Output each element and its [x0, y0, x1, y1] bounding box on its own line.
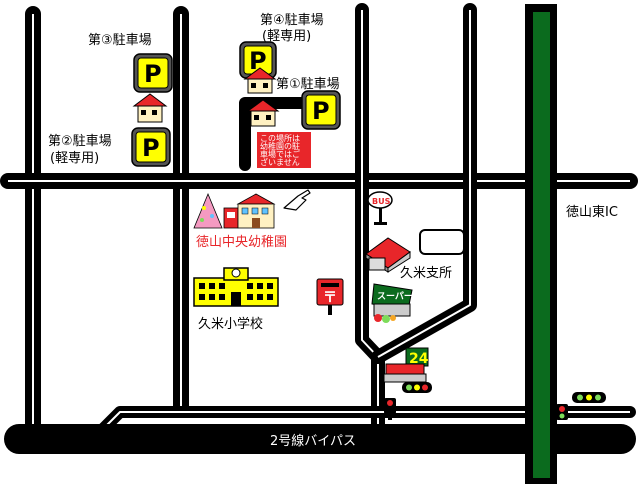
- parking-mark: P: [249, 47, 267, 75]
- parking-mark: P: [312, 97, 330, 125]
- interchange-label: 徳山東IC: [566, 204, 618, 220]
- traffic-light-icon: [384, 398, 396, 420]
- kindergarten-label: 徳山中央幼稚園: [196, 235, 287, 250]
- road-bypass: [4, 424, 636, 454]
- parking-4-sublabel: (軽専用): [262, 29, 311, 44]
- svg-text:〒: 〒: [323, 290, 337, 306]
- supermarket-label: スーパー: [377, 290, 413, 302]
- branch-label: 久米支所: [400, 266, 452, 281]
- road-network: [0, 3, 638, 484]
- road-right-vertical: [355, 3, 385, 437]
- school-building-icon: [193, 267, 279, 307]
- parking-sign-icon: P: [301, 90, 341, 130]
- parking-3-label: 第③駐車場: [88, 33, 152, 48]
- traffic-light-icon: [572, 392, 606, 403]
- convenience-store-icon: 24: [383, 347, 429, 383]
- notice-line: 幼稚園の駐: [260, 141, 300, 151]
- parking-sign-icon: P: [131, 127, 171, 167]
- signboard: [419, 229, 465, 255]
- parking-sign-icon: P: [133, 53, 173, 93]
- road-far-right: [371, 3, 477, 364]
- notice-line: 車場ではご: [260, 149, 300, 159]
- parking-1-label: 第①駐車場: [276, 77, 340, 92]
- house-icon: [243, 67, 277, 94]
- bypass-label: 2号線バイパス: [270, 433, 356, 449]
- traffic-light-icon: [402, 382, 432, 393]
- branch-office-icon: [365, 237, 411, 273]
- post-box-icon: 〒: [316, 278, 344, 315]
- traffic-light-icon: [556, 404, 568, 420]
- bus-stop-icon: BUS: [367, 191, 393, 225]
- convenience-store-label: 24: [409, 351, 429, 367]
- parking-notice: この場所は 幼稚園の駐 車場ではご ざいません: [257, 132, 311, 168]
- supermarket-icon: スーパー: [371, 283, 413, 323]
- parking-2-sublabel: (軽専用): [50, 151, 99, 166]
- notice-line: この場所は: [260, 133, 300, 143]
- notice-line: ざいません: [260, 157, 300, 167]
- road-parking-access: [239, 97, 308, 171]
- kindergarten-building-icon: [193, 192, 276, 229]
- parking-mark: P: [144, 60, 162, 88]
- school-label: 久米小学校: [198, 316, 263, 332]
- parking-mark: P: [142, 134, 160, 162]
- expressway: [525, 4, 557, 484]
- house-icon: [246, 99, 280, 127]
- house-icon: [132, 93, 168, 123]
- parking-4-label: 第④駐車場: [260, 13, 324, 28]
- pointing-hand-icon: [283, 189, 311, 211]
- parking-2-label: 第②駐車場: [48, 134, 112, 149]
- bus-stop-label: BUS: [372, 197, 391, 206]
